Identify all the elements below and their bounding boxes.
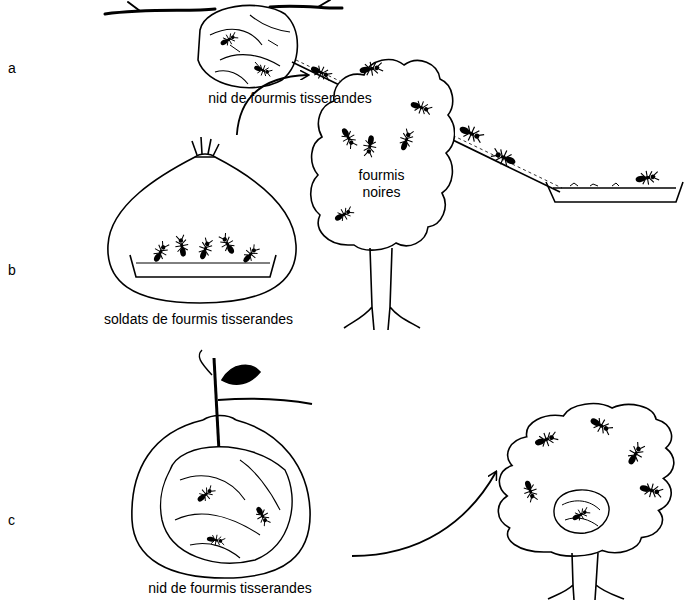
caption: nid de fourmis tisserandes (208, 90, 371, 107)
ant (587, 414, 614, 438)
ant (624, 441, 648, 468)
weaver-ant-nest (198, 5, 297, 87)
ant (521, 479, 541, 504)
bag-with-soldiers-outline (100, 135, 305, 305)
ant (252, 504, 272, 527)
ant (634, 169, 659, 187)
tree-canopy: fourmis noires (308, 45, 455, 330)
tray (546, 182, 683, 202)
ant (490, 145, 519, 169)
panel-letter: b (8, 262, 16, 279)
node-text: fourmis noires (351, 167, 413, 201)
ant (638, 481, 664, 501)
ant (533, 429, 559, 450)
ant (308, 62, 333, 83)
tree-with-nest (498, 404, 673, 600)
caption: nid de fourmis tisserandes (148, 580, 311, 597)
ant (570, 505, 591, 524)
panel-letter: c (8, 512, 15, 529)
bag-with-nest (132, 350, 312, 578)
panel-letter: a (8, 60, 16, 77)
ant (218, 30, 239, 49)
transfer-arrow (352, 472, 496, 556)
ant (194, 483, 217, 505)
bag-with-soldiers: soldats de fourmis tisserandes (92, 135, 305, 335)
caption: soldats de fourmis tisserandes (92, 311, 305, 328)
ant (252, 62, 273, 79)
ant (206, 533, 226, 547)
ant (457, 121, 486, 145)
